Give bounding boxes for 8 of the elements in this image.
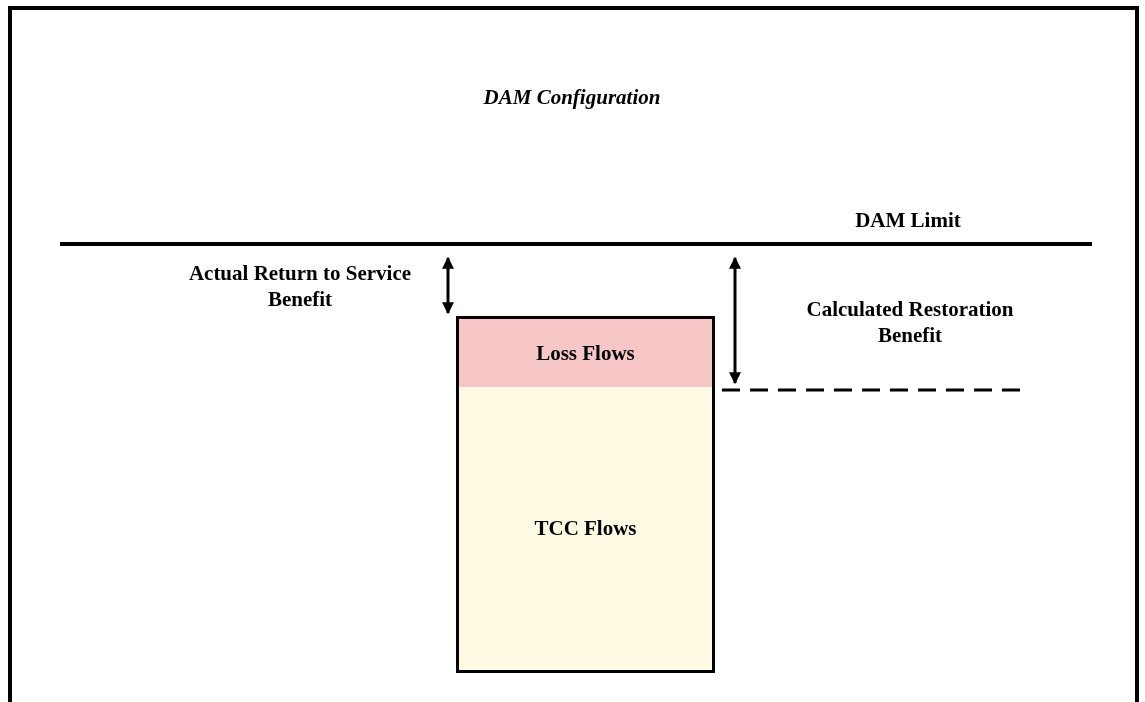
tcc-flows-box xyxy=(456,387,715,673)
box-label: Loss Flows xyxy=(536,340,635,366)
loss-flows-box xyxy=(456,316,715,390)
box-label: TCC Flows xyxy=(534,516,637,541)
benefit-label: Actual Return to Service Benefit xyxy=(187,260,413,312)
benefit-label: Calculated Restoration Benefit xyxy=(805,296,1015,348)
limit-label: DAM Limit xyxy=(854,207,962,233)
diagram-title: DAM Configuration xyxy=(482,84,662,110)
